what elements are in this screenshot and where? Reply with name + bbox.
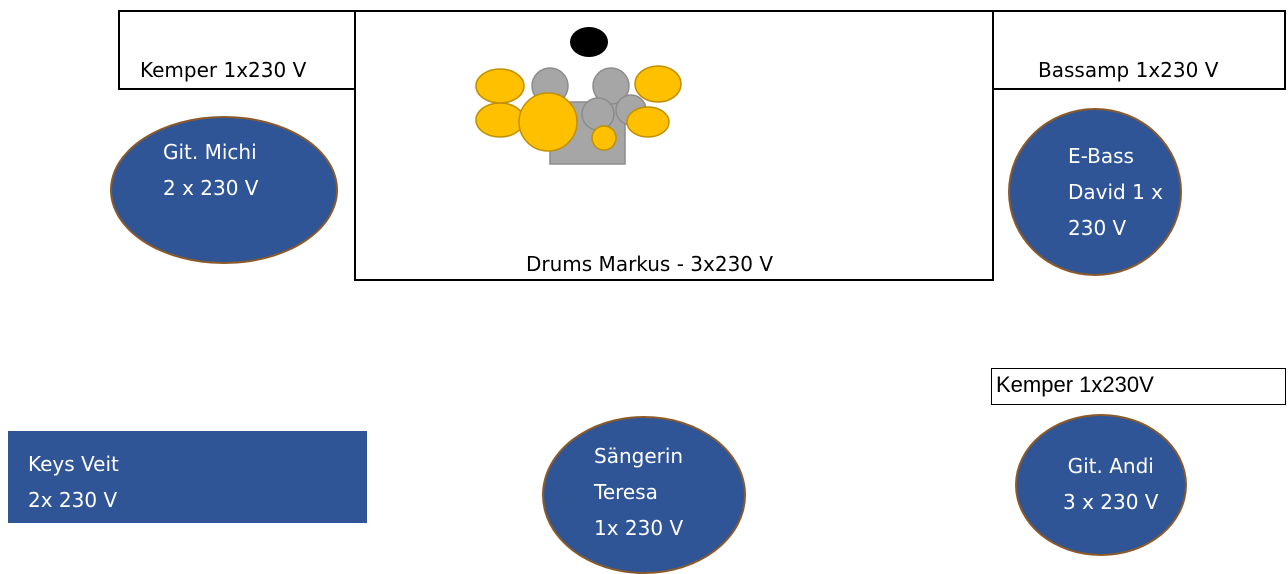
git-michi-label: Git. Michi 2 x 230 V <box>163 134 259 206</box>
git-michi-line2: 2 x 230 V <box>163 176 259 200</box>
keys-veit-line1: Keys Veit <box>28 452 119 476</box>
git-michi-oval <box>110 116 338 264</box>
drum-throne <box>570 27 608 57</box>
cymbal <box>475 68 525 104</box>
e-bass-label: E-Bass David 1 x 230 V <box>1068 138 1163 246</box>
git-andi-line1: Git. Andi <box>1067 454 1154 478</box>
bassamp-label: Bassamp 1x230 V <box>1038 58 1219 82</box>
e-bass-line3: 230 V <box>1068 216 1127 240</box>
git-michi-line1: Git. Michi <box>163 140 257 164</box>
git-andi-oval <box>1015 414 1187 556</box>
cymbal <box>591 125 617 151</box>
kemper-right-label: Kemper 1x230V <box>996 372 1154 397</box>
floor-tom-1 <box>581 97 615 131</box>
saengerin-label: Sängerin Teresa 1x 230 V <box>594 438 683 546</box>
saengerin-line2: Teresa <box>594 480 658 504</box>
e-bass-line1: E-Bass <box>1068 144 1134 168</box>
cymbal <box>518 92 578 152</box>
e-bass-oval <box>1008 108 1182 276</box>
keys-veit-line2: 2x 230 V <box>28 488 118 512</box>
cymbal <box>626 106 670 138</box>
saengerin-oval <box>542 416 746 574</box>
keys-veit-label: Keys Veit 2x 230 V <box>28 446 119 518</box>
drum-riser-box <box>354 10 994 281</box>
git-andi-label: Git. Andi 3 x 230 V <box>1063 448 1159 520</box>
cymbal <box>475 102 525 138</box>
drum-riser-label: Drums Markus - 3x230 V <box>526 252 774 276</box>
git-andi-line2: 3 x 230 V <box>1063 490 1159 514</box>
e-bass-line2: David 1 x <box>1068 180 1164 204</box>
saengerin-line1: Sängerin <box>594 444 684 468</box>
kemper-left-box <box>118 10 358 90</box>
saengerin-line3: 1x 230 V <box>594 516 684 540</box>
kemper-right-box <box>991 368 1286 405</box>
keys-veit-box <box>8 431 367 523</box>
kemper-left-label: Kemper 1x230 V <box>140 58 307 82</box>
bassamp-box <box>990 10 1286 90</box>
cymbal <box>634 65 682 103</box>
